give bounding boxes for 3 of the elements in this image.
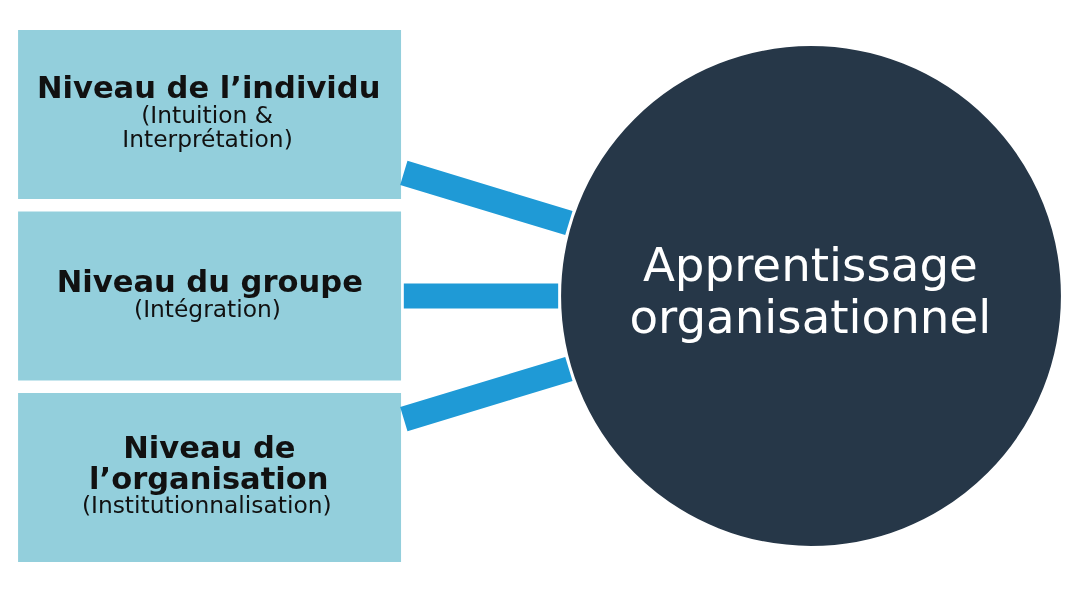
connector [400,160,573,236]
connector [403,283,559,309]
connector [400,356,573,432]
